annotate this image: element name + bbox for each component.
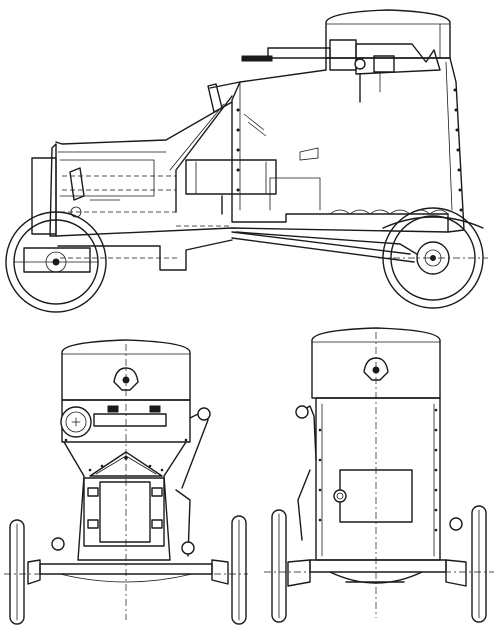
rear-left-wheel — [271, 509, 287, 623]
machine-gun — [241, 39, 441, 103]
engine-bonnet — [31, 101, 233, 237]
side-view — [5, 9, 488, 313]
rear-hull — [295, 397, 441, 561]
rear-turret — [311, 327, 441, 618]
front-radiator-armour — [63, 407, 211, 561]
front-view — [4, 339, 248, 625]
rear-axle — [264, 517, 494, 587]
driver-cab — [169, 81, 277, 215]
front-upper-hull — [60, 399, 191, 443]
turret — [325, 9, 451, 59]
rear-wheel — [378, 207, 488, 309]
front-left-wheel — [9, 519, 25, 625]
rear-right-wheel — [471, 505, 487, 623]
front-right-wheel — [231, 515, 247, 625]
front-wheel — [5, 211, 107, 313]
rear-view — [264, 327, 494, 623]
front-axle — [4, 537, 248, 585]
rivet-row — [236, 88, 463, 212]
hull-body — [231, 57, 465, 233]
